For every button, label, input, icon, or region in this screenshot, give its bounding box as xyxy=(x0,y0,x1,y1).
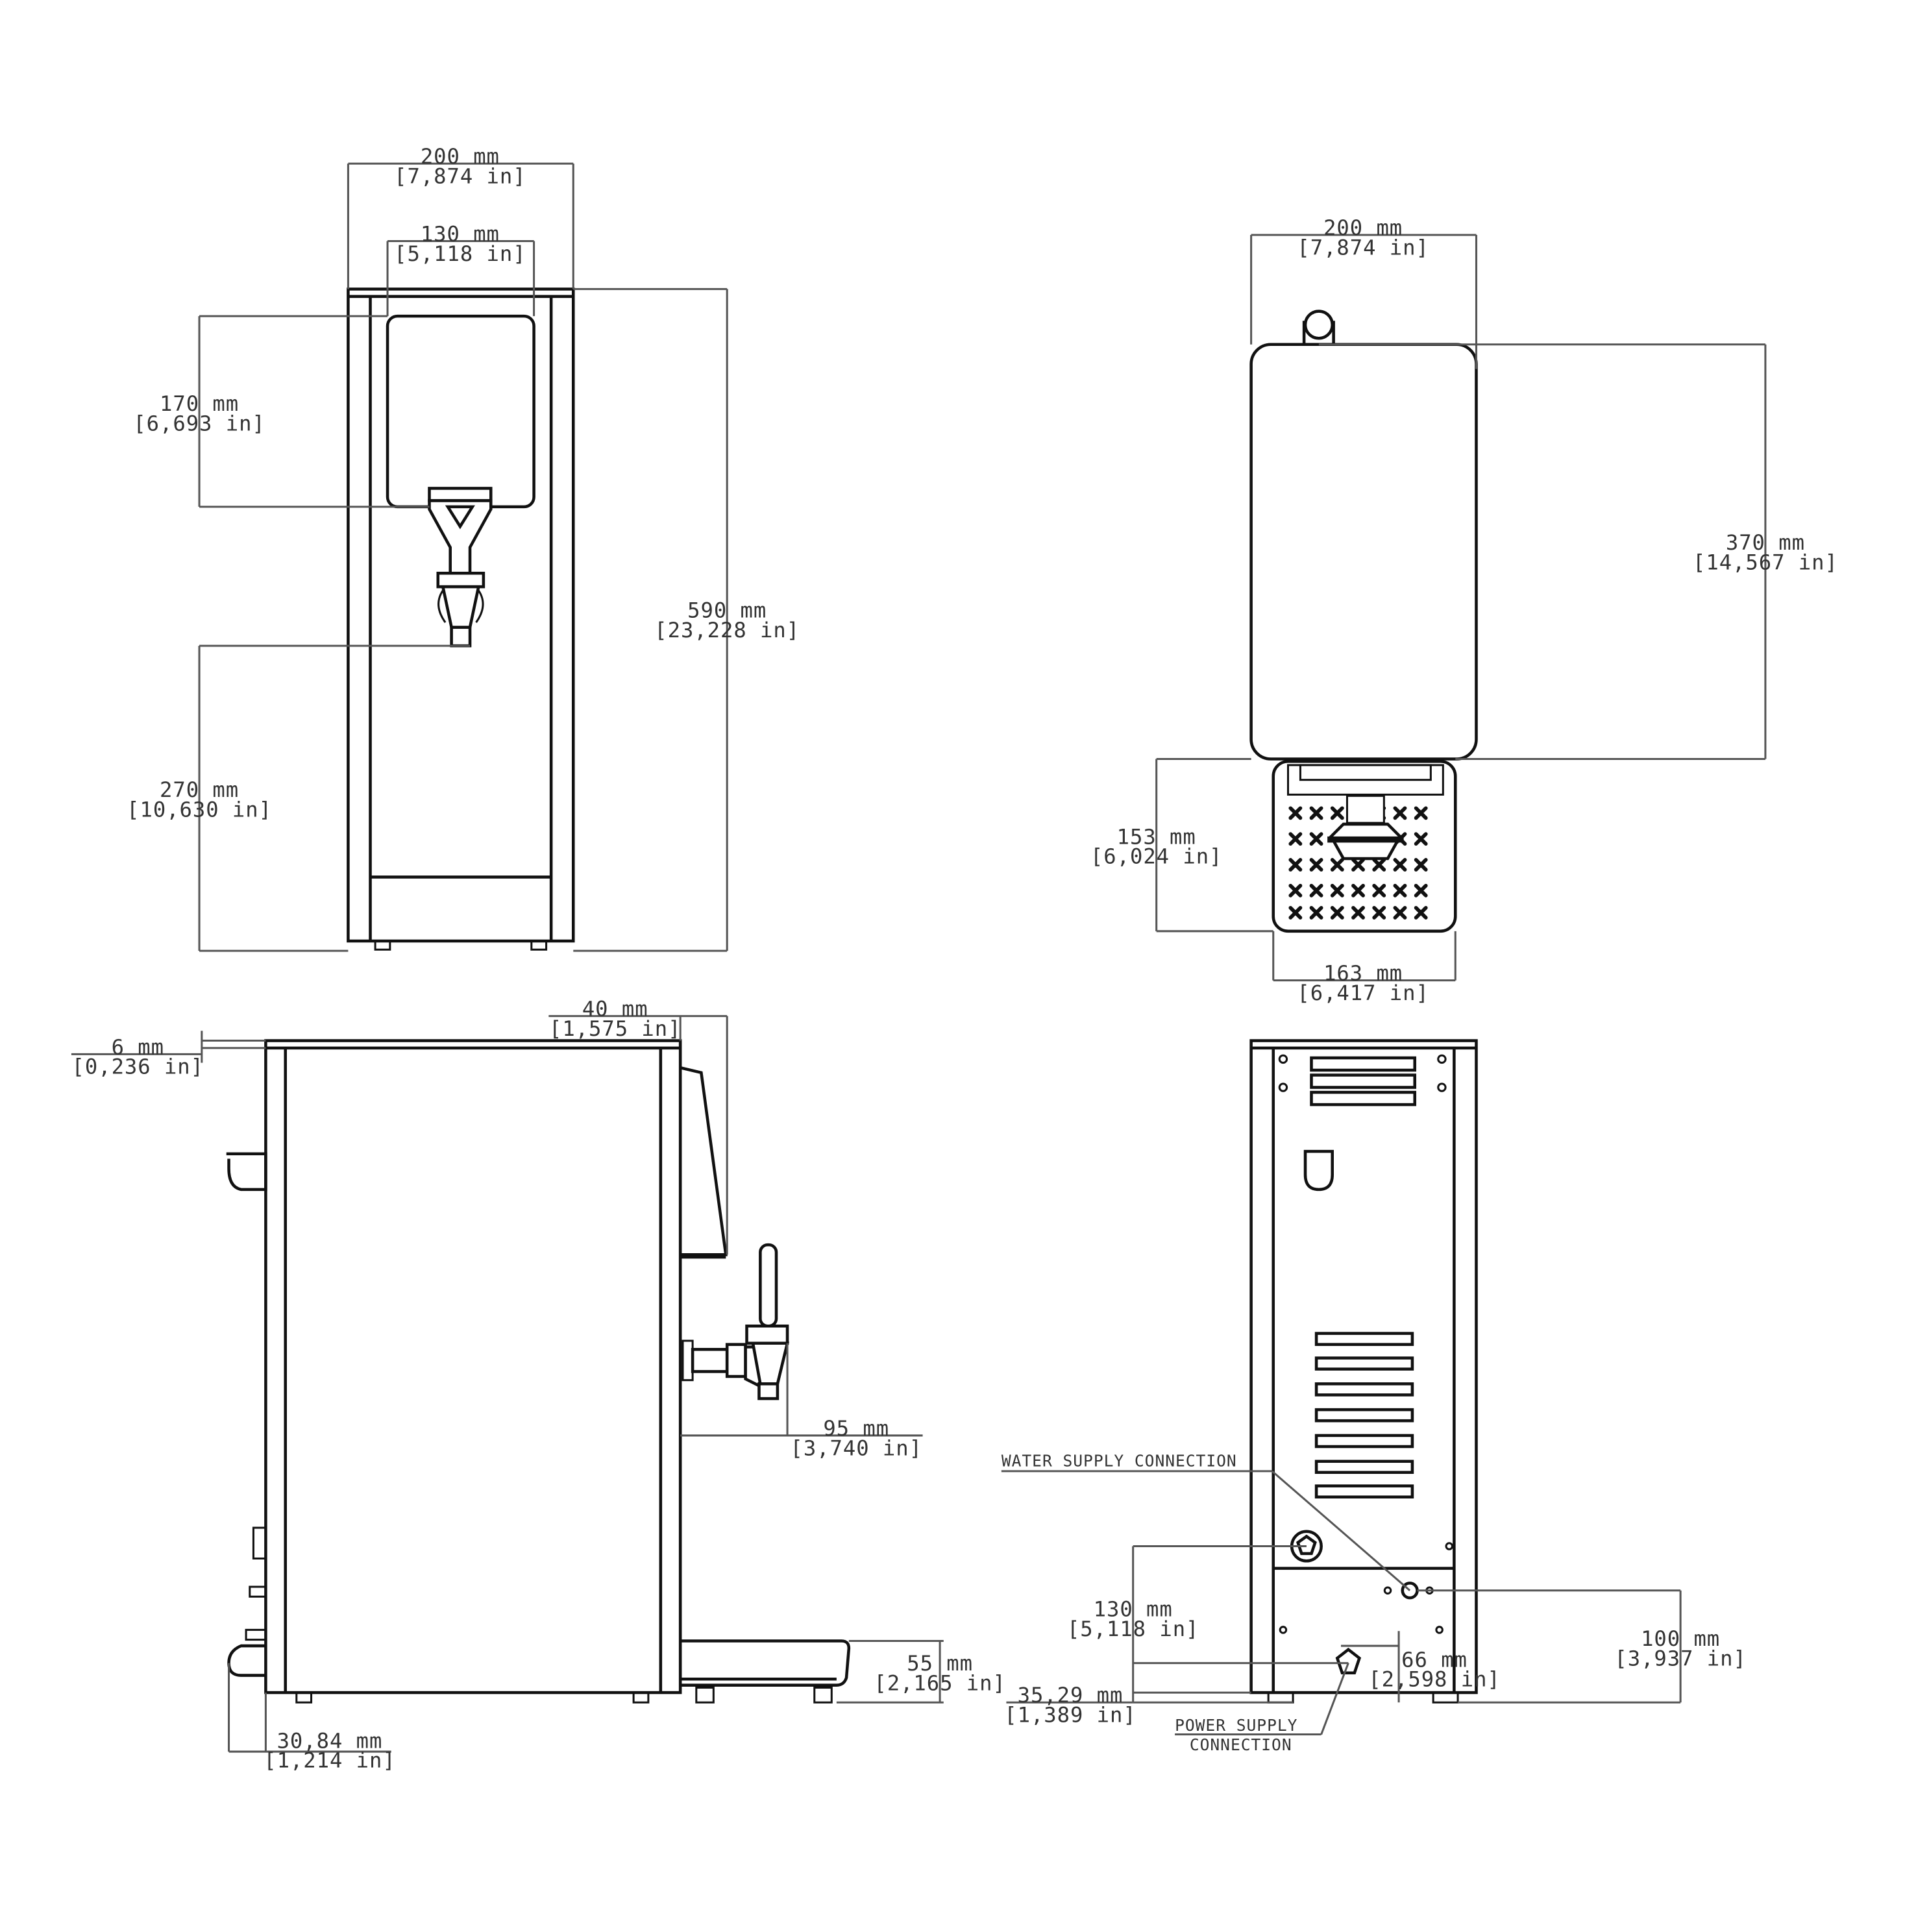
svg-text:590 mm: 590 mm xyxy=(687,598,767,622)
side-drip-tray xyxy=(680,1639,851,1704)
front-view: 200 mm [7,874 in] 130 mm [5,118 in] 170 … xyxy=(127,144,800,952)
svg-text:130 mm: 130 mm xyxy=(1094,1597,1173,1622)
svg-text:153 mm: 153 mm xyxy=(1117,824,1196,849)
dim-top-drip-tray-depth: 153 mm [6,024 in] xyxy=(1090,757,1273,933)
svg-text:35,29 mm: 35,29 mm xyxy=(1018,1683,1124,1707)
svg-text:100 mm: 100 mm xyxy=(1641,1626,1720,1651)
svg-text:55 mm: 55 mm xyxy=(907,1651,973,1676)
dim-rear-power-inlet-height: 35,29 mm [1,389 in] xyxy=(1004,1662,1349,1728)
rear-screw-holes xyxy=(1278,1054,1454,1634)
dim-side-tap-projection: 95 mm [3,740 in] xyxy=(680,1343,923,1460)
side-body-outline xyxy=(264,1039,682,1694)
svg-text:WATER SUPPLY CONNECTION: WATER SUPPLY CONNECTION xyxy=(1001,1451,1237,1470)
svg-text:[1,389 in]: [1,389 in] xyxy=(1004,1703,1136,1728)
dim-front-panel-width: 130 mm [5,118 in] xyxy=(386,222,535,317)
svg-text:40 mm: 40 mm xyxy=(582,997,648,1021)
dim-side-rear-offset: 30,84 mm [1,214 in] xyxy=(228,1693,395,1773)
dim-front-overall-width: 200 mm [7,874 in] xyxy=(347,144,574,289)
rear-body-outline xyxy=(1249,1039,1478,1694)
svg-text:[1,575 in]: [1,575 in] xyxy=(549,1016,681,1041)
dim-side-lid-thickness: 6 mm [0,236 in] xyxy=(71,1031,266,1079)
svg-text:[1,214 in]: [1,214 in] xyxy=(264,1748,395,1773)
svg-text:[5,118 in]: [5,118 in] xyxy=(1067,1617,1199,1641)
dim-rear-drain-height: 100 mm [3,937 in] xyxy=(1417,1589,1746,1704)
front-tap-icon xyxy=(428,487,493,648)
dim-top-body-depth: 370 mm [14,567 in] xyxy=(1318,343,1838,760)
dim-top-overall-width: 200 mm [7,874 in] xyxy=(1250,215,1478,369)
callout-water-supply: WATER SUPPLY CONNECTION xyxy=(1001,1451,1411,1591)
svg-text:95 mm: 95 mm xyxy=(823,1416,889,1441)
svg-text:[5,118 in]: [5,118 in] xyxy=(394,241,526,266)
dim-front-panel-height: 170 mm [6,693 in] xyxy=(133,315,430,508)
power-inlet-icon xyxy=(1335,1647,1362,1675)
svg-text:[6,417 in]: [6,417 in] xyxy=(1297,981,1429,1005)
svg-text:170 mm: 170 mm xyxy=(160,391,239,416)
dim-front-tap-clearance: 270 mm [10,630 in] xyxy=(127,644,471,952)
dim-front-overall-height: 590 mm [23,228 in] xyxy=(573,287,800,952)
top-body-outline xyxy=(1249,343,1478,761)
side-view: 6 mm [0,236 in] 40 mm [1,575 in] 95 mm [… xyxy=(71,997,1005,1773)
svg-text:6 mm: 6 mm xyxy=(112,1034,164,1059)
svg-text:[7,874 in]: [7,874 in] xyxy=(394,164,526,188)
svg-text:CONNECTION: CONNECTION xyxy=(1190,1735,1292,1754)
svg-text:163 mm: 163 mm xyxy=(1323,961,1403,986)
svg-text:[3,937 in]: [3,937 in] xyxy=(1614,1646,1746,1670)
rear-fittings xyxy=(226,1152,267,1752)
rear-view: WATER SUPPLY CONNECTION POWER SUPPLY CON… xyxy=(1001,1039,1746,1754)
drip-tray-grate xyxy=(1272,759,1457,933)
svg-text:[23,228 in]: [23,228 in] xyxy=(654,618,800,642)
front-body-outline xyxy=(347,287,575,943)
svg-text:270 mm: 270 mm xyxy=(160,777,239,802)
svg-text:[7,874 in]: [7,874 in] xyxy=(1297,235,1429,260)
lid-knob-icon xyxy=(1302,310,1335,346)
svg-text:370 mm: 370 mm xyxy=(1726,530,1805,555)
dim-side-tray-height: 55 mm [2,165 in] xyxy=(836,1639,1005,1704)
svg-text:[2,165 in]: [2,165 in] xyxy=(874,1670,1005,1695)
svg-text:30,84 mm: 30,84 mm xyxy=(277,1728,383,1753)
svg-text:POWER SUPPLY: POWER SUPPLY xyxy=(1175,1716,1297,1735)
top-view: 200 mm [7,874 in] 370 mm [14,567 in] 153… xyxy=(1090,215,1838,1005)
callout-power-supply: POWER SUPPLY CONNECTION xyxy=(1175,1663,1349,1754)
svg-text:66 mm: 66 mm xyxy=(1401,1647,1468,1672)
svg-text:200 mm: 200 mm xyxy=(1323,215,1403,240)
svg-text:130 mm: 130 mm xyxy=(421,222,500,247)
svg-text:[2,598 in]: [2,598 in] xyxy=(1368,1667,1500,1692)
svg-text:[0,236 in]: [0,236 in] xyxy=(72,1055,204,1079)
dim-side-panel-offset: 40 mm [1,575 in] xyxy=(548,997,728,1255)
dim-top-drip-tray-width: 163 mm [6,417 in] xyxy=(1272,931,1456,1005)
rear-upper-vents xyxy=(1310,1056,1416,1107)
svg-text:[6,024 in]: [6,024 in] xyxy=(1090,844,1222,869)
svg-text:[3,740 in]: [3,740 in] xyxy=(790,1436,922,1460)
svg-text:[10,630 in]: [10,630 in] xyxy=(127,798,272,822)
svg-text:200 mm: 200 mm xyxy=(421,144,500,169)
svg-text:[14,567 in]: [14,567 in] xyxy=(1693,550,1838,575)
side-display-panel xyxy=(680,1066,728,1256)
front-display-panel xyxy=(386,314,535,509)
cord-hook-icon xyxy=(1303,1149,1334,1192)
rear-lower-vents xyxy=(1314,1332,1414,1498)
dim-rear-water-inlet-height: 130 mm [5,118 in] xyxy=(1067,1545,1307,1703)
svg-text:[6,693 in]: [6,693 in] xyxy=(133,411,265,435)
dim-rear-power-inlet-offset: 66 mm [2,598 in] xyxy=(1340,1631,1500,1703)
side-tap-icon xyxy=(682,1243,789,1400)
